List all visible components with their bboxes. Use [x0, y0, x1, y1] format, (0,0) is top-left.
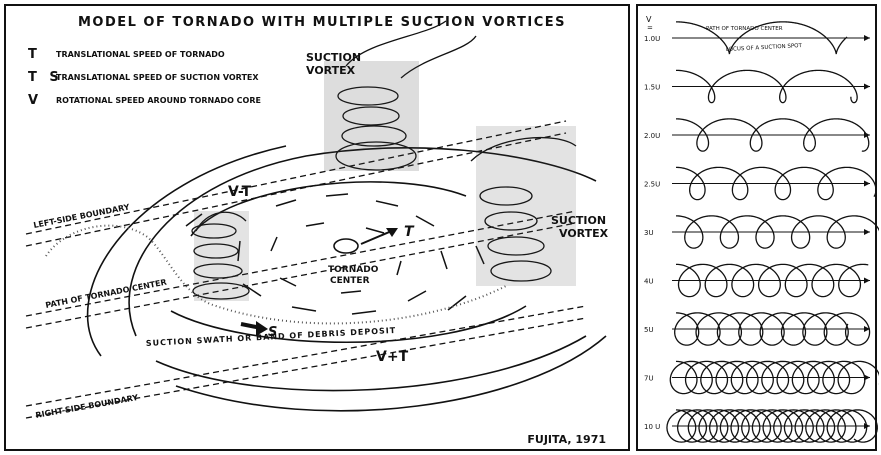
suction-vortex-top: [324, 20, 477, 171]
loci-row-arrowhead: [864, 277, 870, 284]
swirl-arrow: [305, 222, 325, 227]
loci-row-arrowhead: [864, 374, 870, 381]
swirl-arrow: [375, 200, 399, 207]
loci-row-label: 1.0U: [644, 35, 660, 43]
loci-row-arrowhead: [864, 326, 870, 332]
swirl-arrow: [475, 245, 485, 265]
label-equals: =: [647, 24, 653, 32]
loci-row-curve: [675, 166, 877, 201]
right-side-boundary-line-2: [25, 317, 587, 419]
debris-swath-stipple: [45, 224, 507, 325]
swirl-arrow: [185, 213, 203, 227]
label-v: V: [646, 15, 652, 24]
loci-row-curve: [676, 21, 848, 55]
label-suction-vortex-top-2: VORTEX: [306, 64, 356, 77]
legend-text-v: ROTATIONAL SPEED AROUND TORNADO CORE: [56, 96, 261, 105]
inner-ring-top: [190, 181, 467, 237]
loci-row-curve: [666, 409, 878, 443]
tornado-model-panel: MODEL OF TORNADO WITH MULTIPLE SUCTION V…: [4, 4, 630, 451]
label-tornado-center-1: TORNADO: [328, 265, 379, 275]
loci-row-label: 10 U: [644, 423, 660, 431]
legend-text-s: TRANSLATIONAL SPEED OF SUCTION VORTEX: [56, 73, 259, 82]
suction-spot-loci-diagram: V = PATH OF TORNADO CENTER LOCUS OF A SU…: [644, 15, 879, 443]
label-v-minus-t: V-T: [228, 184, 252, 200]
loci-row-label: 3U: [644, 229, 654, 237]
credit-fujita: FUJITA, 1971: [527, 433, 606, 446]
legend-symbol-t: T: [28, 47, 37, 62]
label-t-arrow: T: [404, 224, 415, 240]
suction-vortex-arrow-s: [240, 321, 268, 336]
loci-row-curve: [675, 263, 869, 298]
loci-rows: 1.0U 1.5U 2.0U 2.5U 3U 4U 5U 7U 10 U: [644, 21, 879, 443]
loci-row-label: 7U: [644, 375, 654, 383]
swirl-arrow: [275, 199, 297, 207]
loci-row-curve: [675, 215, 879, 249]
label-path-of-tornado-center-small: PATH OF TORNADO CENTER: [706, 26, 783, 32]
outer-arc-top: [128, 147, 597, 337]
label-left-side-boundary: LEFT-SIDE BOUNDARY: [33, 202, 131, 230]
loci-row-label: 5U: [644, 326, 654, 334]
swirl-arrow: [237, 240, 241, 262]
swirl-arrow: [415, 215, 435, 227]
label-s-arrow: S: [268, 325, 277, 340]
legend: T TRANSLATIONAL SPEED OF TORNADO T S TRA…: [28, 47, 261, 108]
label-tornado-center-2: CENTER: [330, 276, 370, 286]
tornado-center-marker: [333, 238, 359, 254]
diagram-title: MODEL OF TORNADO WITH MULTIPLE SUCTION V…: [78, 15, 566, 30]
label-suction-vortex-top-1: SUCTION: [306, 51, 361, 64]
swirl-arrows: [185, 193, 485, 315]
loci-row-curve: [674, 312, 871, 346]
path-of-tornado-center-line: [25, 210, 577, 317]
swirl-arrow: [351, 310, 377, 315]
suction-spot-loci-panel: V = PATH OF TORNADO CENTER LOCUS OF A SU…: [636, 4, 879, 451]
loci-row-label: 2.5U: [644, 181, 660, 189]
swirl-arrow: [279, 277, 297, 287]
loci-row-curve: [675, 118, 870, 152]
label-suction-vortex-right-2: VORTEX: [559, 227, 609, 240]
swirl-arrow: [440, 250, 448, 270]
loci-row-arrowhead: [864, 180, 870, 187]
loci-row-curve: [675, 69, 858, 104]
suction-vortex-left: [191, 211, 250, 301]
swirl-arrow: [365, 227, 385, 234]
legend-symbol-ts: T S: [28, 70, 63, 85]
outer-arc-left: [86, 145, 287, 357]
legend-text-t: TRANSLATIONAL SPEED OF TORNADO: [56, 50, 225, 59]
boundary-lines: [25, 120, 587, 419]
swirl-arrow: [340, 290, 362, 294]
inner-ring-bottom: [170, 305, 527, 344]
tornado-model-diagram: MODEL OF TORNADO WITH MULTIPLE SUCTION V…: [25, 15, 609, 446]
loci-row-label: 4U: [644, 278, 654, 286]
legend-symbol-v: V: [28, 93, 38, 108]
suction-vortex-right: [470, 126, 577, 286]
label-locus-of-suction-spot: LOCUS OF A SUCTION SPOT: [726, 43, 803, 53]
swirl-arrow: [270, 236, 278, 252]
outer-arc-bottom: [155, 335, 587, 392]
right-side-boundary-line: [25, 305, 587, 407]
swirl-arrow: [242, 283, 262, 297]
loci-row-arrowhead: [864, 229, 870, 235]
label-right-side-boundary: RIGHT-SIDE BOUNDARY: [35, 393, 139, 420]
swirl-arrow: [407, 290, 427, 302]
swirl-arrow: [447, 295, 467, 311]
label-suction-vortex-right-1: SUCTION: [551, 214, 606, 227]
swirl-arrow: [396, 260, 402, 276]
path-of-tornado-center-line-2: [25, 222, 577, 329]
outer-arc-bottom-2: [175, 335, 607, 412]
loci-row-label: 2.0U: [644, 132, 660, 140]
loci-row-arrowhead: [864, 35, 870, 41]
outer-circulation: [86, 145, 607, 412]
left-side-boundary-line-2: [25, 132, 567, 247]
translation-arrow-t: [360, 228, 398, 245]
label-v-plus-t: V+T: [376, 349, 409, 365]
swirl-arrow: [325, 193, 349, 197]
loci-row-curve: [669, 360, 879, 395]
left-side-boundary-line: [25, 120, 567, 235]
loci-row-label: 1.5U: [644, 84, 660, 92]
loci-row-arrowhead: [864, 83, 870, 90]
swirl-arrow: [291, 306, 317, 312]
